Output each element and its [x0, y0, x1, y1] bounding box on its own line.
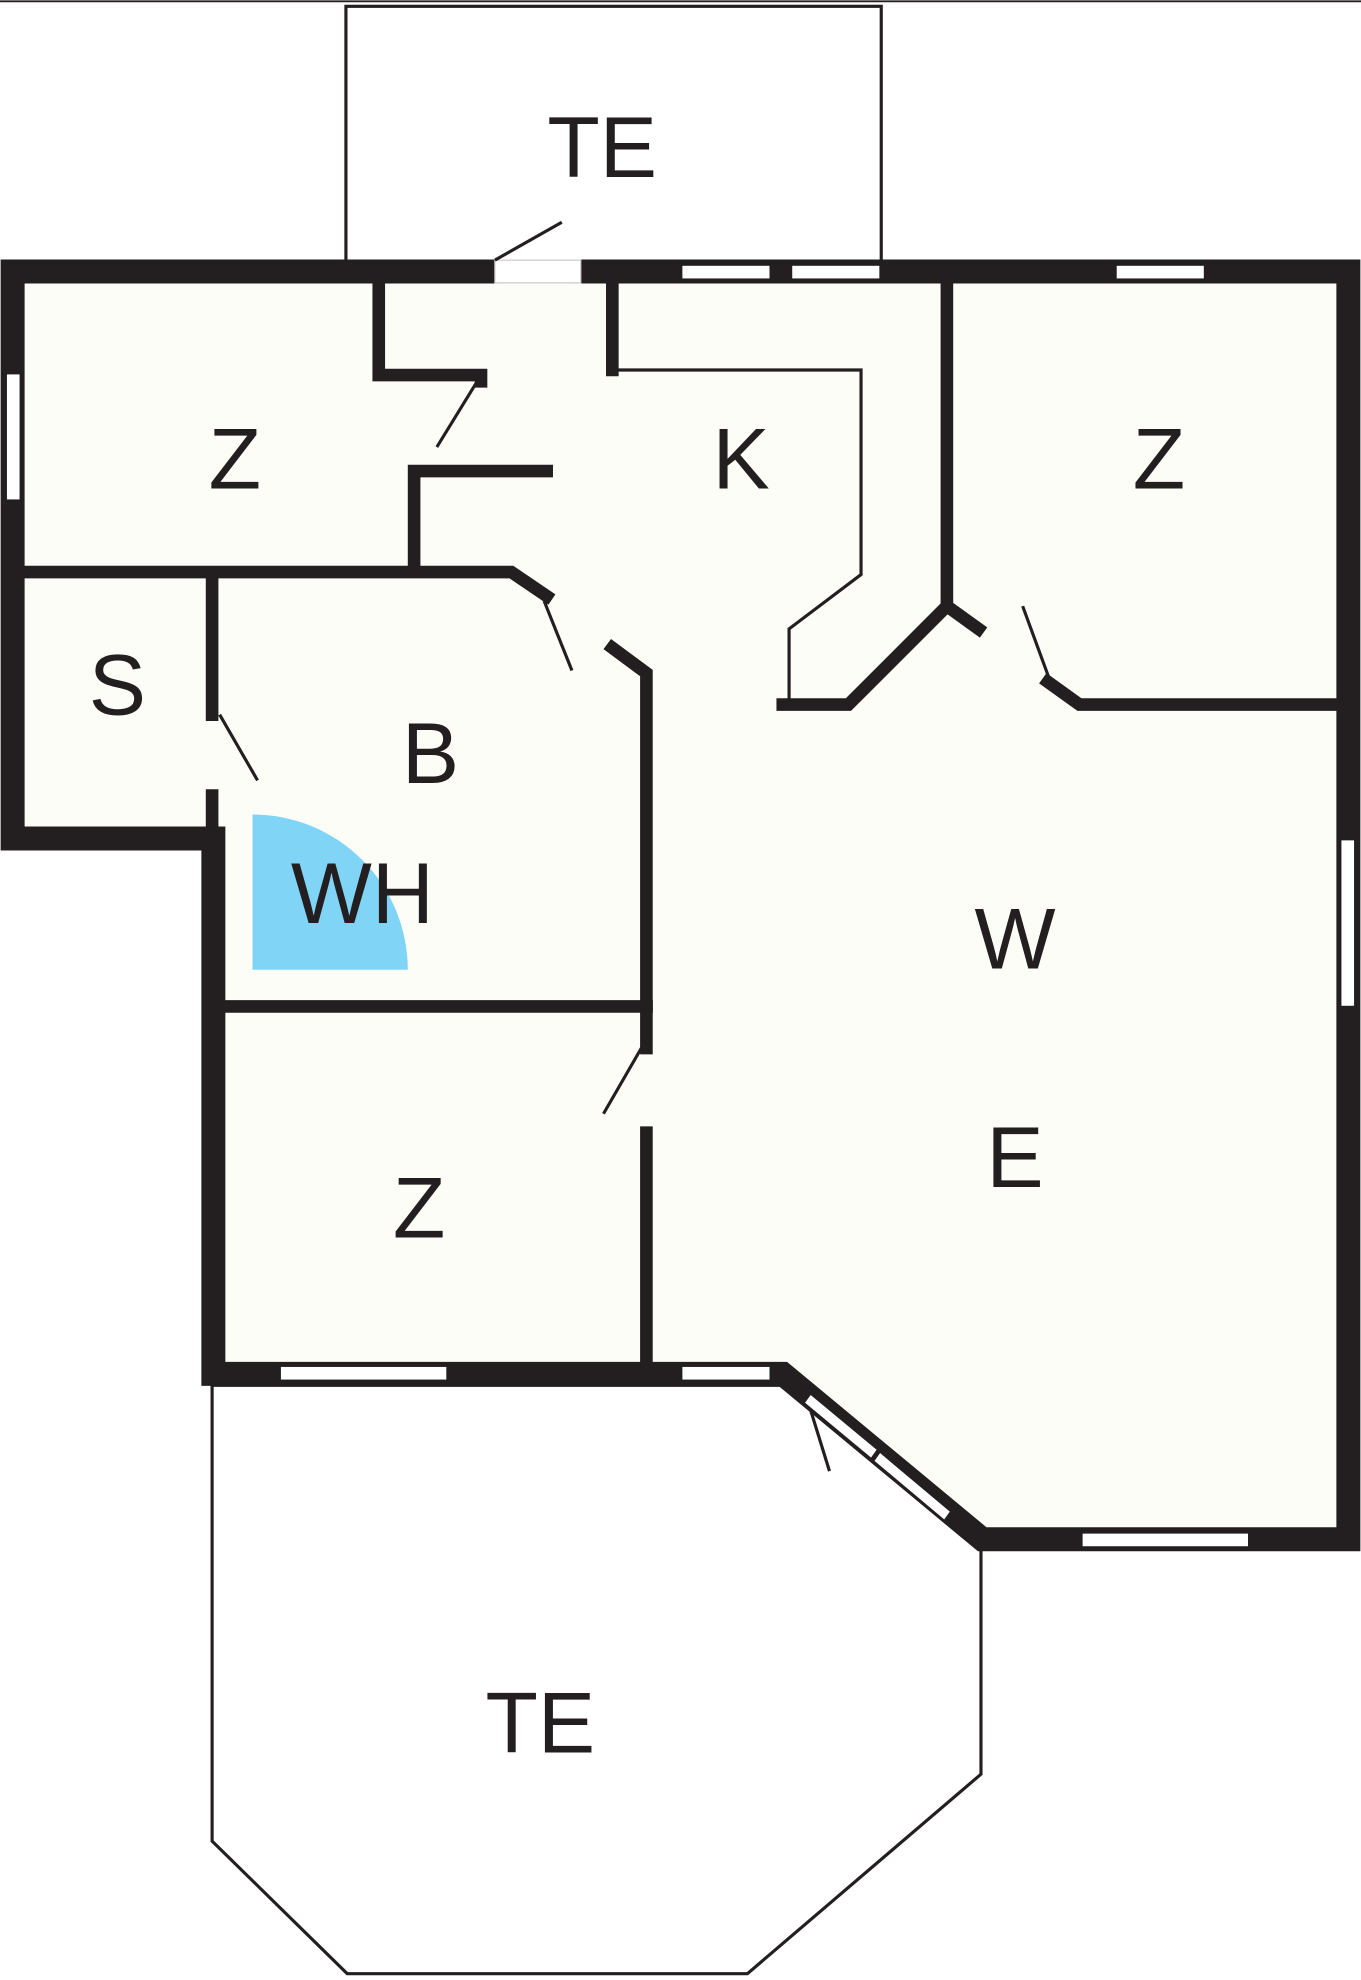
label-water-heater: WH — [291, 846, 434, 942]
label-room-sw: Z — [393, 1160, 445, 1256]
label-kitchen: K — [712, 412, 769, 508]
label-terrace-top: TE — [547, 100, 657, 196]
windows — [5, 264, 1356, 1548]
label-living-w: W — [975, 892, 1056, 988]
label-room-ne: Z — [1133, 412, 1185, 508]
water-heater-area — [252, 814, 408, 970]
label-storage: S — [89, 638, 146, 734]
terrace-bottom — [210, 1383, 983, 1976]
label-bathroom: B — [402, 706, 459, 802]
label-living-e: E — [986, 1110, 1043, 1206]
label-terrace-bottom: TE — [486, 1676, 596, 1772]
doors — [218, 220, 1052, 1472]
label-room-nw: Z — [209, 412, 261, 508]
interior-floor — [12, 271, 1349, 1540]
interior-walls — [18, 276, 1343, 1369]
